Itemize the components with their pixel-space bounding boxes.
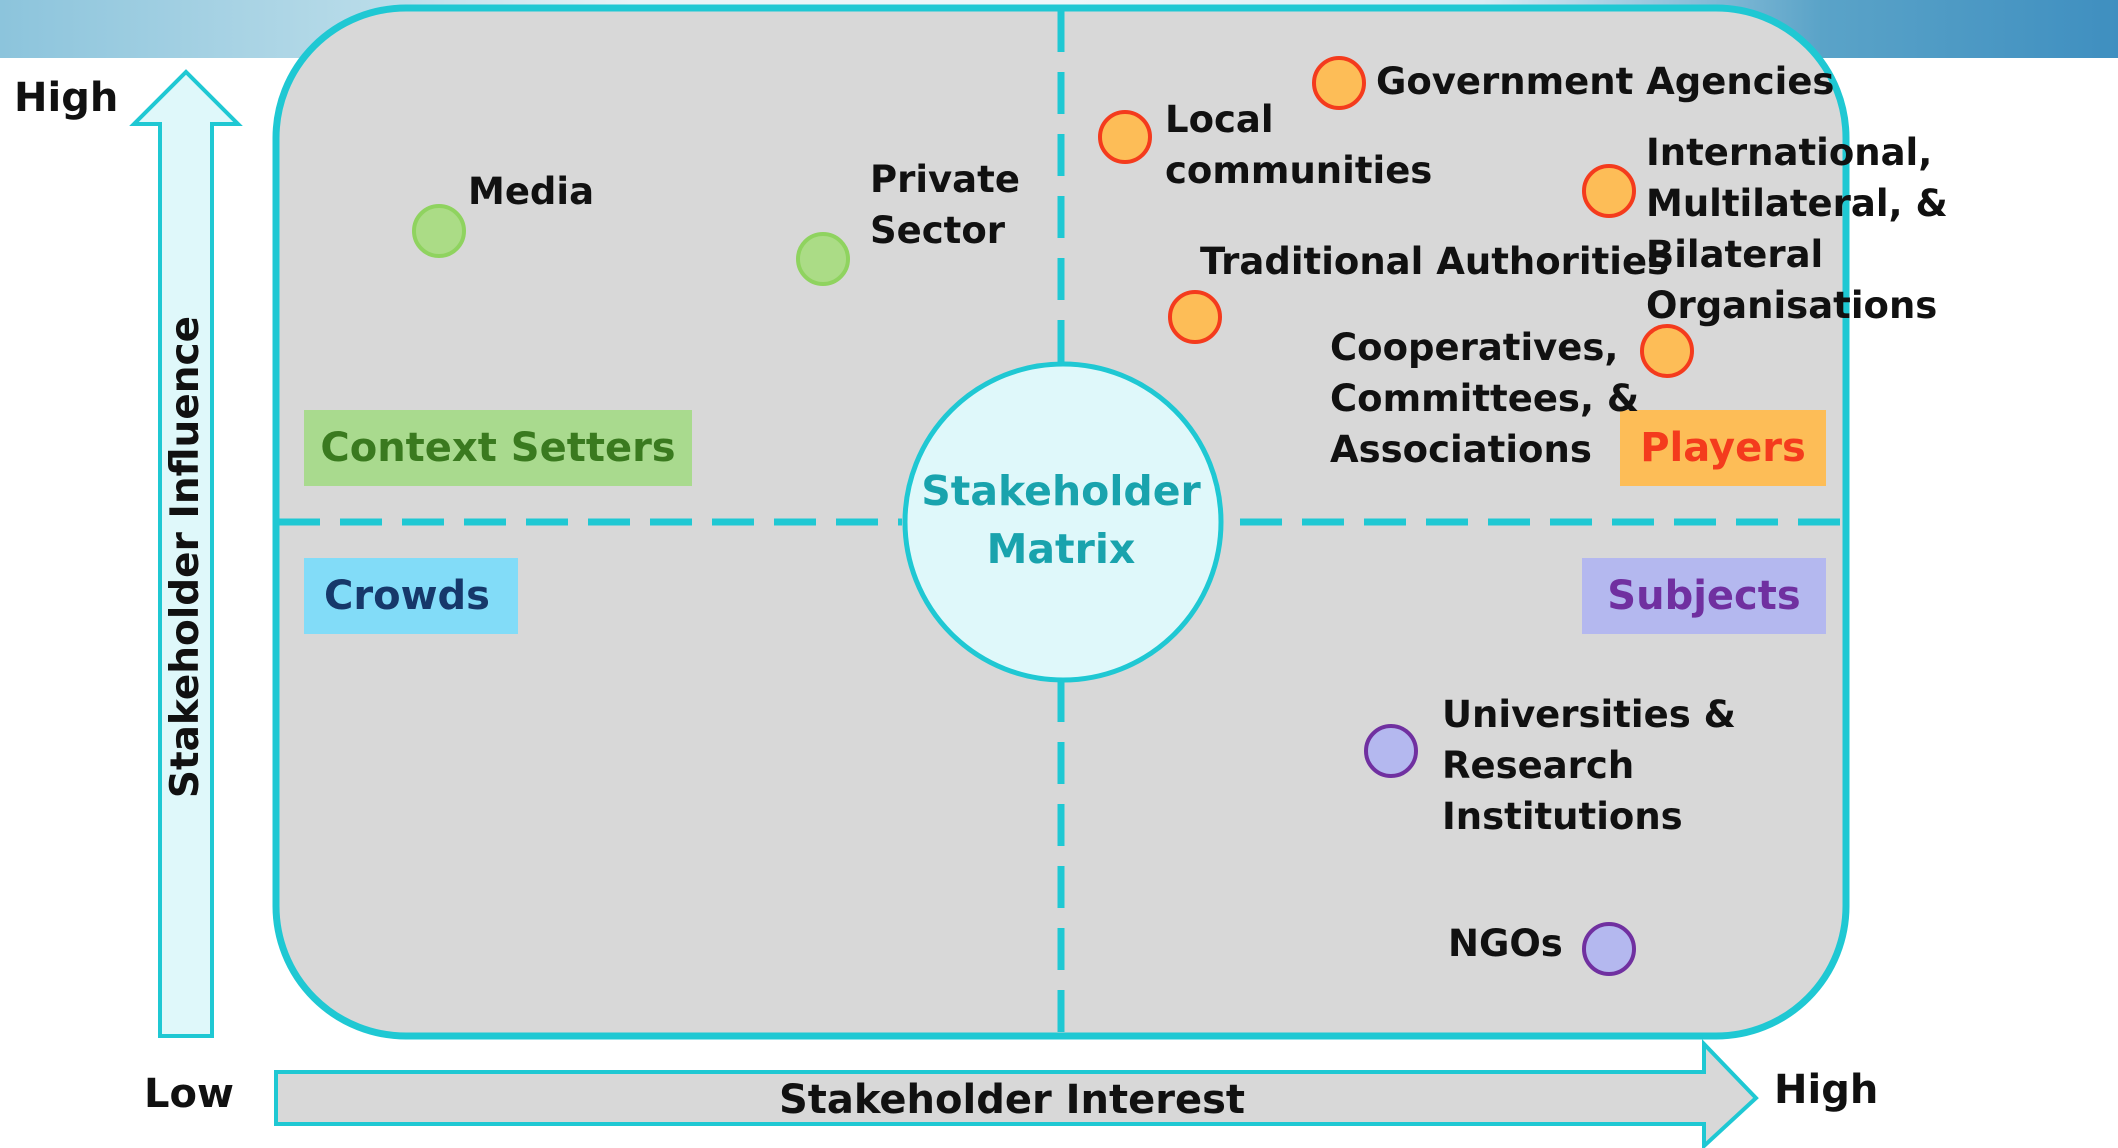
stakeholder-label-universities: Universities & Research Institutions [1442,693,1736,838]
x-axis-low-label: Low [144,1071,234,1117]
stakeholder-marker-local-communities [1098,110,1152,164]
x-axis-title: Stakeholder Interest [778,1077,1246,1123]
stakeholder-marker-traditional-authorities [1168,290,1222,344]
stakeholder-label-local-communities: Local communities [1165,98,1433,192]
stakeholder-label-international-orgs: International, Multilateral, & Bilateral… [1646,131,1948,327]
stakeholder-marker-universities [1364,724,1418,778]
stakeholder-label-private-sector: Private Sector [870,158,1020,252]
stakeholder-marker-media [412,204,466,258]
stakeholder-marker-international-orgs [1582,164,1636,218]
stakeholder-marker-ngos [1582,922,1636,976]
quadrant-label-subjects: Subjects [1582,558,1826,634]
quadrant-label-players: Players [1620,410,1826,486]
stakeholder-label-media: Media [468,170,595,213]
quadrant-label-crowds: Crowds [304,558,518,634]
y-axis-title: Stakeholder Influence [163,315,208,799]
stakeholder-marker-private-sector [796,232,850,286]
influence-axis-arrow [129,69,243,1038]
center-circle [902,361,1224,683]
x-axis-high-label: High [1774,1067,1879,1113]
stakeholder-label-cooperatives: Cooperatives, Committees, & Associations [1330,326,1640,471]
stakeholder-marker-cooperatives [1640,324,1694,378]
stakeholder-label-ngos: NGOs [1448,922,1563,965]
quadrant-label-context-setters: Context Setters [304,410,692,486]
center-title: Stakeholder Matrix [921,467,1201,573]
stakeholder-label-traditional-authorities: Traditional Authorities [1200,240,1670,283]
stakeholder-marker-government-agencies [1312,56,1366,110]
interest-axis-arrow [274,1039,1759,1148]
stakeholder-label-government-agencies: Government Agencies [1376,60,1835,103]
y-axis-high-label: High [14,75,119,121]
